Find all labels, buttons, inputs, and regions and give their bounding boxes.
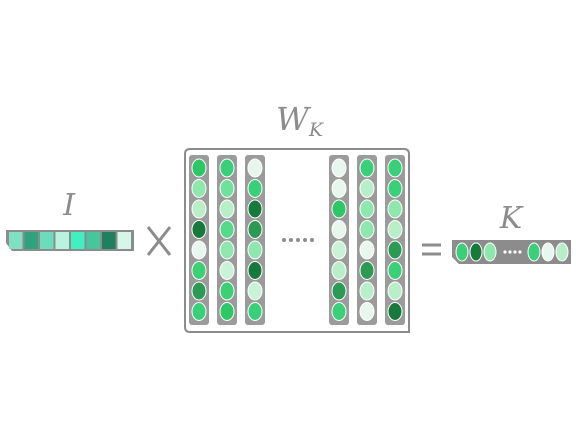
input-cells [9, 232, 131, 249]
weight-column [357, 155, 377, 325]
weight-column-bg [217, 155, 237, 325]
output-cell [469, 242, 483, 262]
output-cell [483, 242, 497, 262]
weight-cell [191, 302, 207, 321]
weight-cell [387, 240, 403, 260]
weight-cell [387, 179, 403, 198]
matrix-ellipsis [282, 238, 314, 242]
weight-cell [359, 302, 375, 321]
input-cell [71, 232, 85, 249]
weight-column [189, 155, 209, 325]
weight-cell [359, 240, 375, 260]
output-cell [541, 242, 555, 262]
weight-cell [219, 220, 235, 239]
weight-cell [219, 199, 235, 219]
weight-cell [331, 199, 347, 219]
weight-cell [331, 240, 347, 260]
output-label: K [499, 201, 524, 236]
weight-cell [359, 261, 375, 280]
weight-cell [247, 261, 263, 280]
output-ellipsis [503, 250, 522, 254]
weight-cell [387, 199, 403, 219]
weight-cell [387, 302, 403, 321]
weight-cell [219, 302, 235, 321]
weight-cell [387, 261, 403, 280]
weight-cell [191, 240, 207, 260]
weight-cell [247, 220, 263, 239]
weight-cell [191, 281, 207, 301]
weight-cell [219, 261, 235, 280]
weight-cell [331, 220, 347, 239]
weight-cell [247, 179, 263, 198]
equals-sign: = [422, 243, 441, 256]
weight-columns [189, 155, 405, 325]
weight-cell [359, 281, 375, 301]
weight-cell [359, 199, 375, 219]
output-cell [455, 242, 469, 262]
input-vector [6, 230, 134, 251]
input-cell [102, 232, 116, 249]
weight-cell [247, 158, 263, 178]
weight-label-main: W [276, 100, 312, 138]
weight-cell [247, 199, 263, 219]
weight-label-subscript: K [308, 119, 325, 141]
weight-cell [219, 240, 235, 260]
weight-cell [219, 281, 235, 301]
weight-cell [219, 158, 235, 178]
output-cell [555, 242, 569, 262]
weight-cell [331, 281, 347, 301]
weight-label: WK [276, 100, 325, 141]
weight-cell [247, 240, 263, 260]
output-cell [527, 242, 541, 262]
weight-cell [247, 281, 263, 301]
weight-column-bg [385, 155, 405, 325]
times-sign: × [146, 226, 172, 256]
weight-column [329, 155, 349, 325]
weight-cell [191, 261, 207, 280]
weight-cell [331, 261, 347, 280]
weight-cell [387, 281, 403, 301]
input-cell [117, 232, 131, 249]
weight-cell [219, 179, 235, 198]
weight-cell [331, 302, 347, 321]
weight-cell [331, 158, 347, 178]
weight-cell [359, 158, 375, 178]
output-cells [455, 242, 569, 262]
weight-cell [359, 220, 375, 239]
weight-cell [387, 220, 403, 239]
weight-column-bg [245, 155, 265, 325]
weight-cell [387, 158, 403, 178]
input-cell [9, 232, 23, 249]
weight-cell [191, 220, 207, 239]
input-cell [24, 232, 38, 249]
weight-column [385, 155, 405, 325]
weight-cell [331, 179, 347, 198]
input-cell [55, 232, 69, 249]
weight-column [245, 155, 265, 325]
weight-cell [247, 302, 263, 321]
weight-column-bg [189, 155, 209, 325]
input-label: I [62, 188, 76, 223]
weight-cell [191, 179, 207, 198]
output-vector [452, 240, 571, 264]
weight-cell [191, 158, 207, 178]
weight-cell [191, 199, 207, 219]
weight-cell [359, 179, 375, 198]
input-cell [86, 232, 100, 249]
weight-column-bg [357, 155, 377, 325]
weight-column [217, 155, 237, 325]
weight-column-bg [329, 155, 349, 325]
input-cell [40, 232, 54, 249]
